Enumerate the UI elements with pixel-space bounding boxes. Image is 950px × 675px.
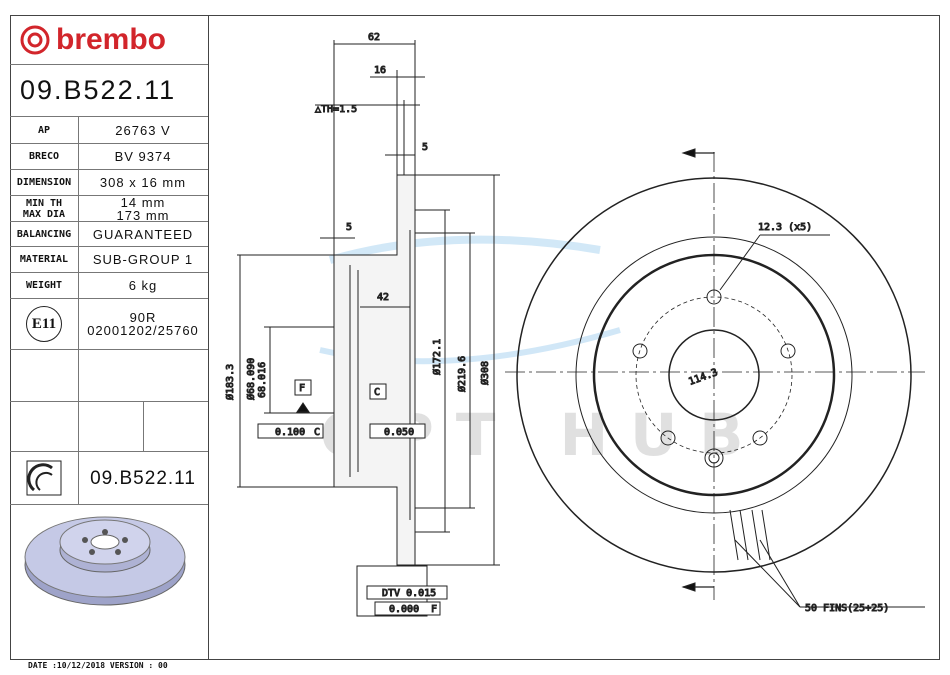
disc-render-image bbox=[24, 516, 186, 606]
empty-row bbox=[10, 402, 208, 452]
spec-label: MATERIAL bbox=[10, 247, 79, 272]
spec-value: 6 kg bbox=[128, 278, 158, 293]
approval-code: 90R bbox=[129, 310, 157, 325]
spec-value: 26763 V bbox=[115, 122, 171, 138]
spec-label: BALANCING bbox=[10, 222, 79, 246]
spec-label: DIMENSION bbox=[10, 170, 79, 195]
spec-label: WEIGHT bbox=[10, 273, 79, 298]
spec-row: WEIGHT 6 kg bbox=[10, 273, 208, 299]
brembo-logo-icon bbox=[20, 25, 50, 54]
spec-value: 14 mm bbox=[120, 194, 166, 210]
empty-row bbox=[10, 350, 208, 402]
spec-row: AP 26763 V bbox=[10, 117, 208, 144]
e11-mark: E11 bbox=[26, 306, 62, 342]
spec-label: MAX DIA bbox=[22, 208, 66, 220]
spec-value: GUARANTEED bbox=[92, 226, 194, 242]
disc-type-icon bbox=[26, 460, 62, 496]
spec-value: 308 x 16 mm bbox=[99, 175, 187, 190]
date-version: DATE :10/12/2018 VERSION : 00 bbox=[28, 661, 168, 670]
approval-number: 02001202/25760 bbox=[87, 323, 199, 338]
spec-label: BRECO bbox=[10, 144, 79, 169]
part-number-row-2: 09.B522.11 bbox=[10, 452, 208, 505]
spec-label: MIN TH bbox=[25, 197, 63, 209]
spec-panel: brembo 09.B522.11 AP 26763 V BRECO BV 9374… bbox=[10, 15, 209, 660]
spec-row: BALANCING GUARANTEED bbox=[10, 222, 208, 247]
spec-row: MATERIAL SUB-GROUP 1 bbox=[10, 247, 208, 273]
spec-row: BRECO BV 9374 bbox=[10, 144, 208, 170]
part-number-small: 09.B522.11 bbox=[90, 467, 196, 489]
brand-name: brembo bbox=[56, 22, 167, 56]
spec-row: DIMENSION 308 x 16 mm bbox=[10, 170, 208, 196]
logo-row: brembo bbox=[10, 15, 208, 65]
spec-value: SUB-GROUP 1 bbox=[92, 252, 194, 267]
part-number: 09.B522.11 bbox=[20, 75, 177, 105]
spec-value: 173 mm bbox=[116, 207, 170, 223]
drawing-frame bbox=[10, 15, 940, 660]
spec-value: BV 9374 bbox=[114, 149, 172, 164]
spec-label: AP bbox=[10, 117, 79, 143]
part-number-row: 09.B522.11 bbox=[10, 65, 208, 117]
